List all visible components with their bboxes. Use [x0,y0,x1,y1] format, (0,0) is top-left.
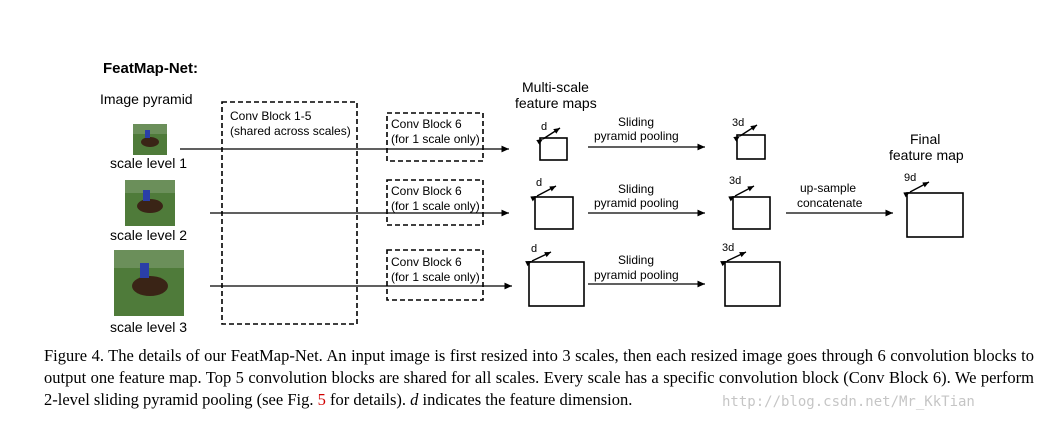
shared-conv-block-title: Conv Block 1-5 [230,109,312,123]
dim-arrow-3d-3 [720,251,747,267]
dim-arrow-d-1 [536,127,561,145]
watermark: http://blog.csdn.net/Mr_KkTian [722,394,975,410]
conv6-block-box-2 [386,179,484,226]
pooling-label-1a: Sliding [618,115,654,129]
conv6-block-note-1: (for 1 scale only) [391,132,480,146]
upsample-label-line2: concatenate [797,196,863,210]
input-image-scale-2 [125,180,175,226]
featmap-net-diagram: FeatMap-Net: Image pyramid scale level 1… [100,60,964,335]
pooled-map-scale-3 [724,261,781,307]
dim-arrow-3d-1 [733,124,758,142]
pooling-label-2a: Sliding [618,182,654,196]
dim-label-d-1: d [541,121,547,133]
caption-suffix: indicates the feature dimension. [418,390,633,409]
dim-label-9d: 9d [904,172,916,184]
dim-arrow-3d-2 [728,185,755,202]
caption-d-symbol: d [410,390,419,409]
figure-caption: Figure 4. The details of our FeatMap-Net… [44,345,1034,411]
pooling-label-3a: Sliding [618,253,654,267]
final-feature-map [906,192,964,238]
conv6-block-note-2: (for 1 scale only) [391,199,480,213]
dim-arrow-9d [903,181,930,198]
dim-label-3d-2: 3d [729,175,741,187]
conv6-block-note-3: (for 1 scale only) [391,270,480,284]
conv6-block-box-3 [386,249,484,301]
scale-level-2-label: scale level 2 [110,227,187,243]
shared-conv-block-note: (shared across scales) [230,124,351,138]
conv6-block-box-1 [386,112,484,162]
caption-middle: for details). [325,390,411,409]
scale-level-3-label: scale level 3 [110,319,187,335]
input-image-scale-3 [114,250,184,316]
dim-label-d-2: d [536,177,542,189]
pooling-label-3b: pyramid pooling [594,268,679,282]
dim-arrow-d-2 [530,185,557,202]
pooled-map-scale-1 [736,134,766,160]
upsample-label-line1: up-sample [800,181,856,195]
image-pyramid-label: Image pyramid [100,91,193,107]
multiscale-label-line2: feature maps [515,95,597,111]
input-image-scale-1 [133,124,167,155]
feature-map-scale-3 [528,261,585,307]
diagram-title: FeatMap-Net: [103,60,198,77]
figure-reference-link[interactable]: 5 [317,390,326,409]
pooling-label-2b: pyramid pooling [594,196,679,210]
final-label-line1: Final [910,131,940,147]
multiscale-label-line1: Multi-scale [522,79,589,95]
pooling-label-1b: pyramid pooling [594,129,679,143]
feature-map-scale-2 [534,196,574,230]
scale-level-1-label: scale level 1 [110,155,187,171]
dim-label-d-3: d [531,243,537,255]
conv6-block-title-3: Conv Block 6 [391,255,462,269]
dim-arrow-d-3 [525,251,552,267]
final-label-line2: feature map [889,147,964,163]
pooled-map-scale-2 [732,196,771,230]
dim-label-3d-1: 3d [732,117,744,129]
caption-prefix: Figure 4. The details of our FeatMap-Net… [44,346,1034,409]
dim-label-3d-3: 3d [722,242,734,254]
conv6-block-title-1: Conv Block 6 [391,117,462,131]
feature-map-scale-1 [539,137,568,161]
conv6-block-title-2: Conv Block 6 [391,184,462,198]
